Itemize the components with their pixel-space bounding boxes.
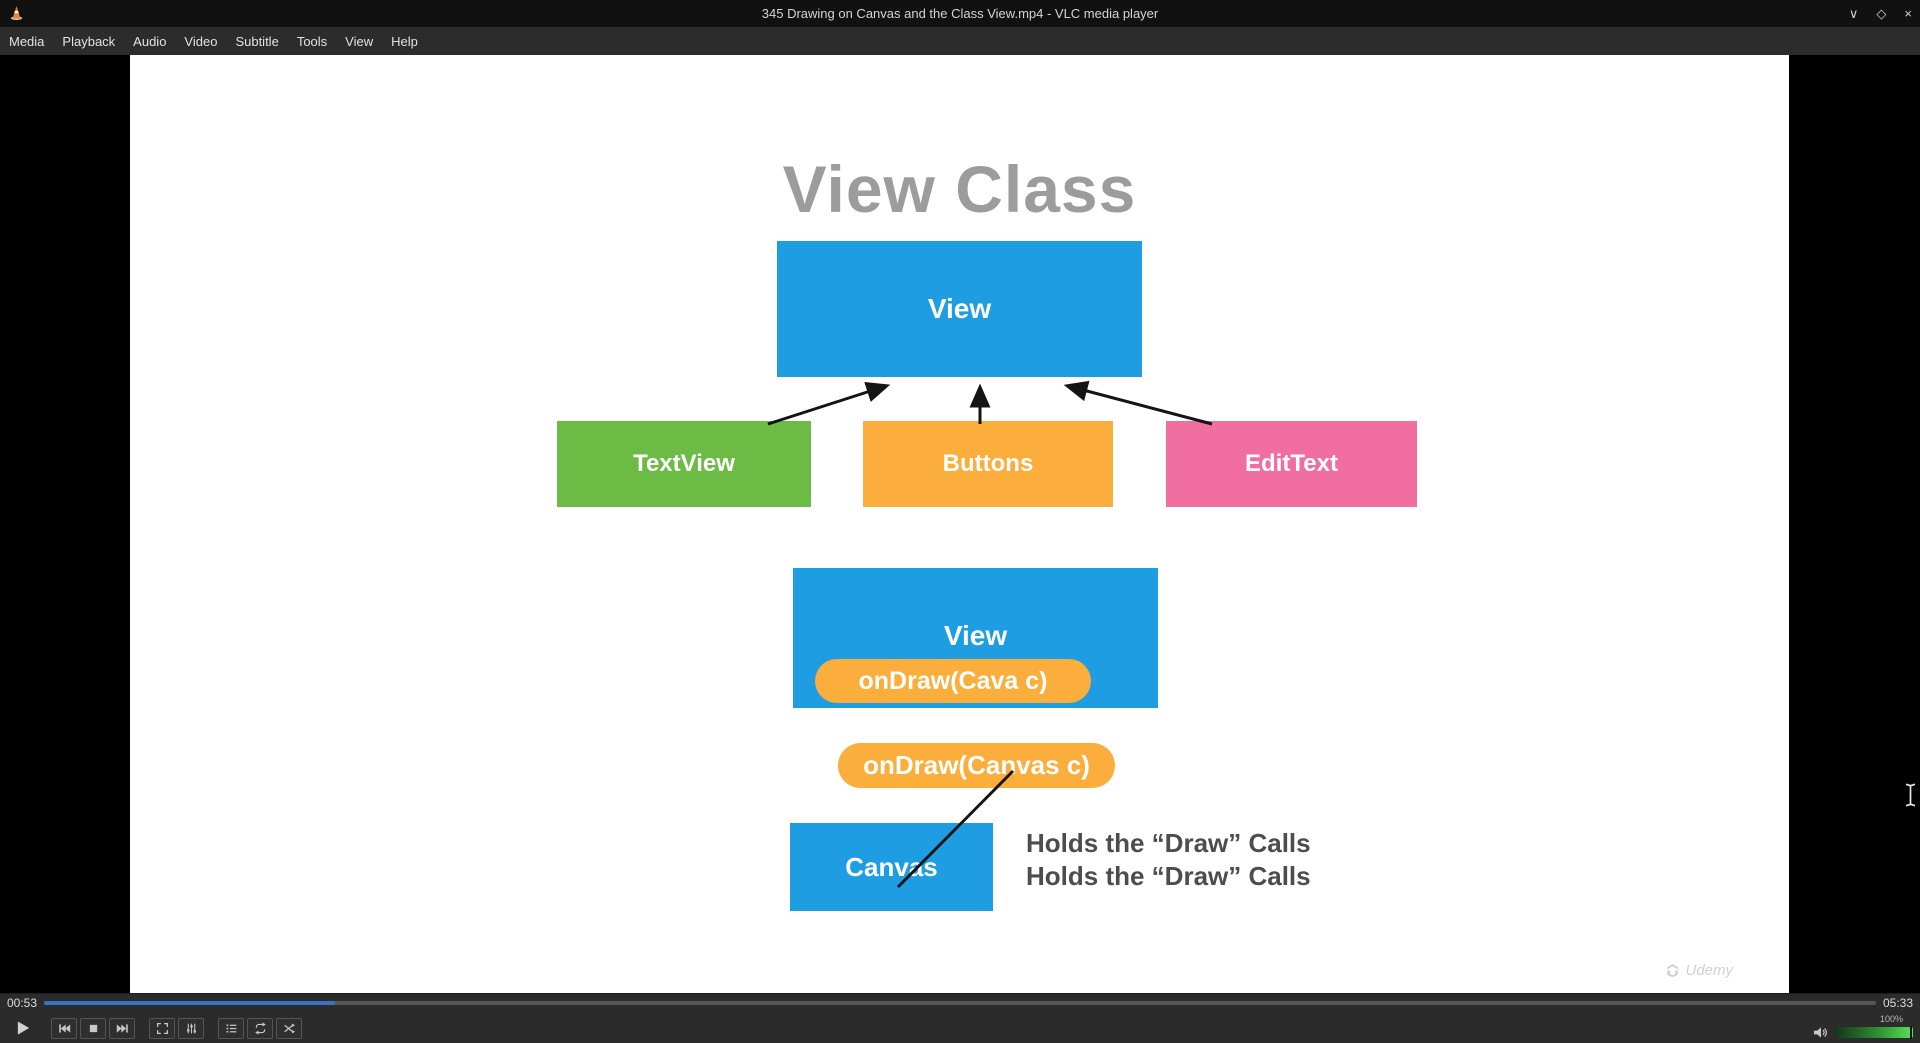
fullscreen-icon bbox=[156, 1022, 168, 1034]
diagram-box-textview: TextView bbox=[557, 421, 811, 507]
seek-row: 00:53 05:33 bbox=[0, 994, 1920, 1012]
volume-widget: 100% bbox=[1835, 1014, 1913, 1040]
extended-settings-button[interactable] bbox=[178, 1017, 204, 1039]
ondraw-outer-pill: onDraw(Canvas c) bbox=[838, 743, 1115, 788]
diagram-box-edittext: EditText bbox=[1166, 421, 1417, 507]
equalizer-icon bbox=[186, 1023, 196, 1033]
display-group bbox=[149, 1017, 204, 1039]
diagram-notes: Holds the “Draw” Calls Holds the “Draw” … bbox=[1026, 827, 1311, 893]
udemy-watermark-text: Udemy bbox=[1685, 962, 1733, 979]
menu-tools[interactable]: Tools bbox=[296, 33, 328, 49]
menu-subtitle[interactable]: Subtitle bbox=[235, 33, 279, 49]
previous-icon bbox=[58, 1023, 70, 1033]
next-button[interactable] bbox=[109, 1017, 135, 1039]
diagram-box-view: View bbox=[777, 241, 1142, 377]
control-panel: 00:53 05:33 bbox=[0, 993, 1920, 1043]
mute-button[interactable] bbox=[1813, 1025, 1828, 1040]
playlist-button[interactable] bbox=[218, 1017, 244, 1039]
seek-progress bbox=[44, 1001, 336, 1005]
udemy-watermark: Udemy bbox=[1665, 962, 1733, 979]
view2-label: View bbox=[943, 620, 1008, 651]
udemy-logo-icon bbox=[1667, 964, 1679, 977]
volume-slider[interactable] bbox=[1835, 1026, 1913, 1039]
menu-playback[interactable]: Playback bbox=[62, 33, 116, 49]
loop-icon bbox=[254, 1021, 266, 1035]
play-button[interactable] bbox=[7, 1015, 39, 1041]
close-button[interactable]: × bbox=[1904, 6, 1912, 21]
playlist-icon bbox=[226, 1023, 236, 1033]
slide-title: View Class bbox=[782, 152, 1137, 226]
menu-help[interactable]: Help bbox=[391, 33, 418, 49]
diagram-box-view2: View onDraw(Cava c) bbox=[793, 568, 1158, 708]
seek-bar[interactable] bbox=[44, 1001, 1876, 1005]
total-time: 05:33 bbox=[1882, 996, 1913, 1010]
transport-group bbox=[51, 1017, 135, 1039]
loop-button[interactable] bbox=[247, 1017, 273, 1039]
note-line-2: Holds the “Draw” Calls bbox=[1026, 861, 1311, 891]
controls-row: 100% bbox=[0, 1012, 1920, 1043]
vlc-logo-icon bbox=[8, 5, 26, 23]
menu-bar: Media Playback Audio Video Subtitle Tool… bbox=[0, 27, 1920, 55]
shuffle-icon bbox=[283, 1023, 295, 1033]
video-frame: View Class View TextView Buttons EditTex… bbox=[130, 55, 1789, 993]
fullscreen-button[interactable] bbox=[149, 1017, 175, 1039]
play-icon bbox=[17, 1021, 29, 1035]
elapsed-time: 00:53 bbox=[7, 996, 38, 1010]
playlist-group bbox=[218, 1017, 302, 1039]
speaker-icon bbox=[1813, 1027, 1827, 1038]
title-bar: 345 Drawing on Canvas and the Class View… bbox=[0, 0, 1920, 27]
maximize-button[interactable]: ◇ bbox=[1876, 6, 1887, 21]
diagram-box-buttons: Buttons bbox=[863, 421, 1113, 507]
random-button[interactable] bbox=[276, 1017, 302, 1039]
volume-percent: 100% bbox=[1879, 1014, 1903, 1024]
menu-media[interactable]: Media bbox=[9, 33, 45, 49]
menu-view[interactable]: View bbox=[345, 33, 374, 49]
menu-audio[interactable]: Audio bbox=[133, 33, 167, 49]
volume-area: 100% bbox=[1813, 1014, 1913, 1042]
stop-icon bbox=[89, 1024, 97, 1032]
mouse-cursor bbox=[1904, 783, 1917, 812]
window-title: 345 Drawing on Canvas and the Class View… bbox=[761, 6, 1159, 21]
video-surface[interactable]: View Class View TextView Buttons EditTex… bbox=[0, 55, 1920, 993]
diagram-box-canvas: Canvas bbox=[790, 823, 993, 911]
volume-handle[interactable] bbox=[1910, 1026, 1912, 1039]
stop-button[interactable] bbox=[80, 1017, 106, 1039]
window-controls: ∨ ◇ × bbox=[1849, 0, 1912, 27]
note-line-1: Holds the “Draw” Calls bbox=[1026, 828, 1311, 858]
next-icon bbox=[116, 1023, 128, 1033]
menu-video[interactable]: Video bbox=[184, 33, 218, 49]
minimize-button[interactable]: ∨ bbox=[1848, 6, 1859, 21]
ondraw-inner-pill: onDraw(Cava c) bbox=[815, 659, 1091, 703]
previous-button[interactable] bbox=[51, 1017, 77, 1039]
